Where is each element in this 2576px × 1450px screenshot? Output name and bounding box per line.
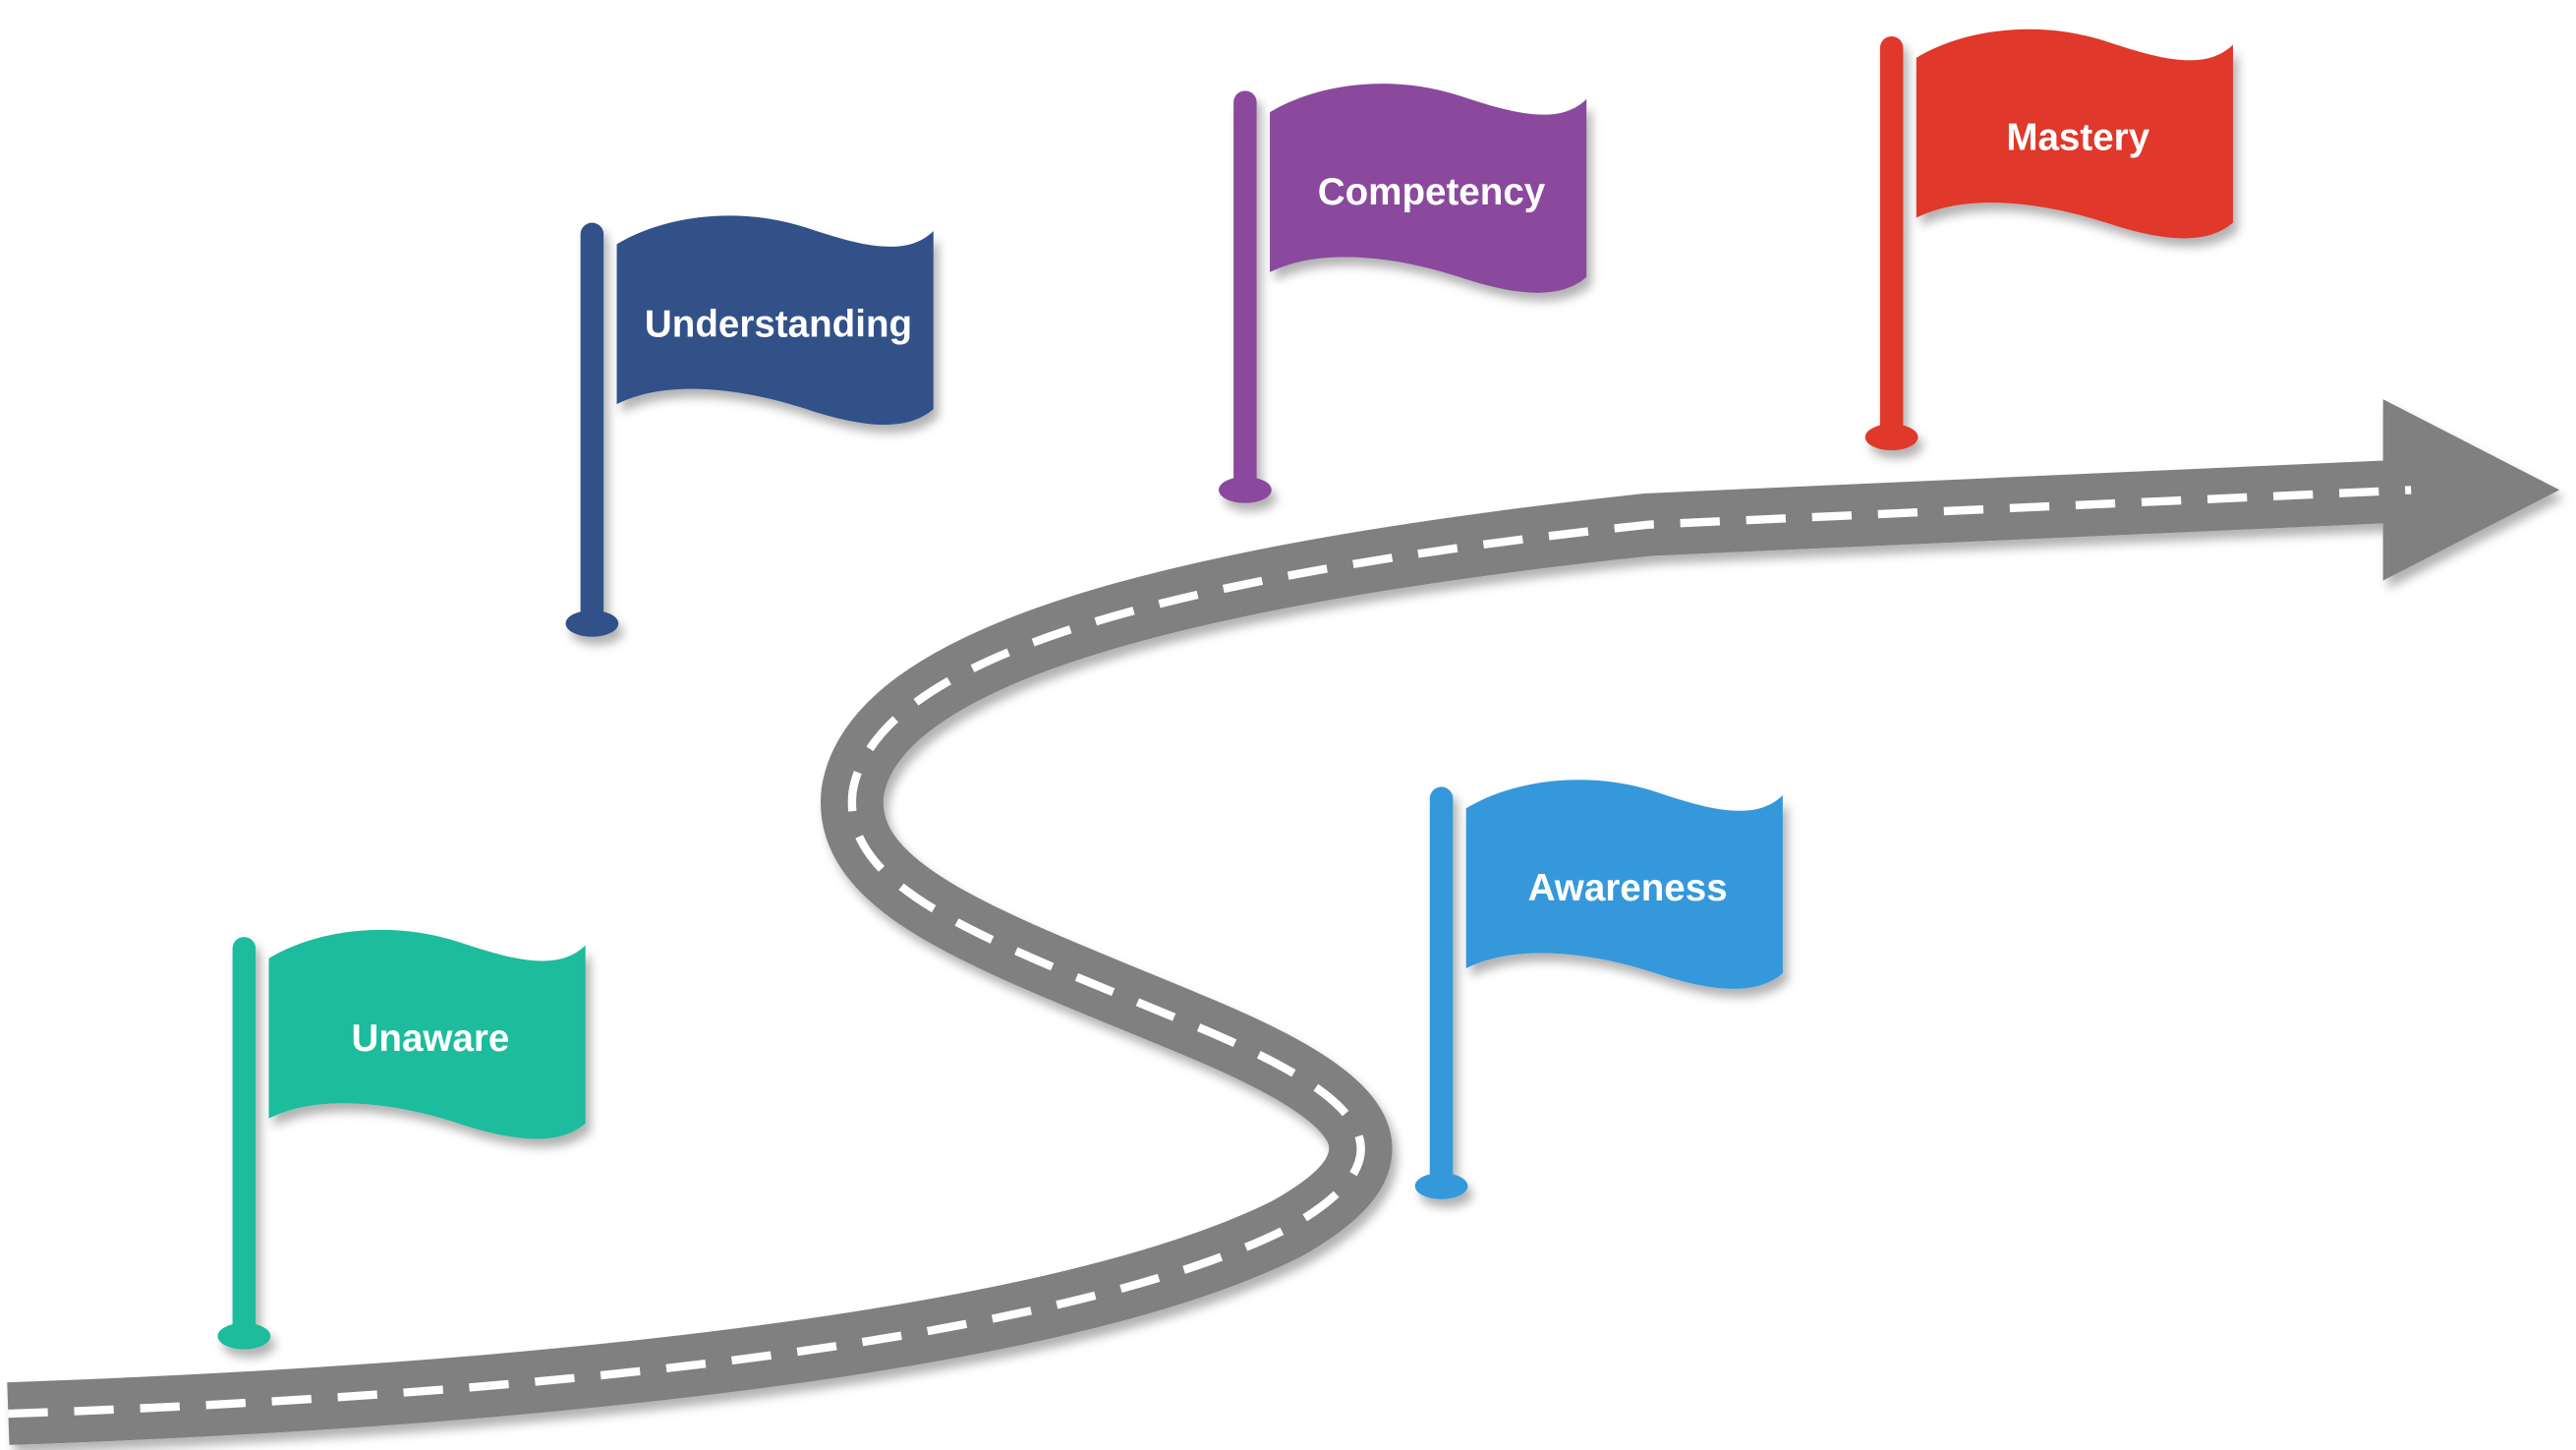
flag-awareness: Awareness [1414,780,1783,1199]
flag-base [1864,424,1918,451]
flag-label: Mastery [2006,117,2149,159]
road-center-dashes [8,486,2412,1419]
flag-pole [1879,35,1904,437]
flag-pole [1233,90,1257,491]
flag-label: Understanding [645,303,912,345]
flag-pole [232,937,257,1337]
flag-base [1219,476,1272,503]
flag-unaware: Unaware [217,929,586,1350]
flag-understanding: Understanding [565,215,934,637]
flag-label: Unaware [352,1017,510,1060]
flag-pole [580,222,604,624]
flag-mastery: Mastery [1864,29,2233,451]
road [7,399,2560,1445]
flag-competency: Competency [1219,84,1587,503]
flag-base [1414,1173,1468,1199]
arrow-head [2382,399,2560,581]
flag-label: Awareness [1528,867,1728,909]
flag-label: Competency [1318,171,1546,213]
flag-pole [1429,786,1454,1187]
flag-base [565,609,619,637]
